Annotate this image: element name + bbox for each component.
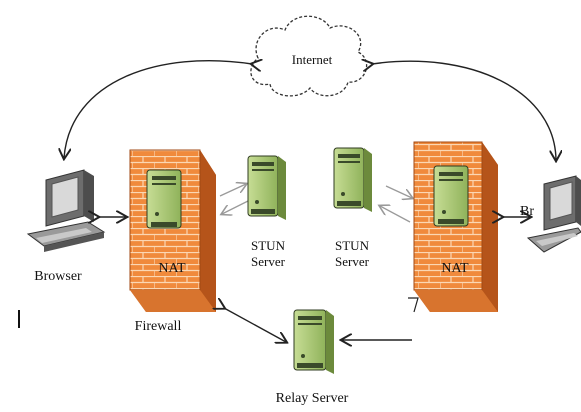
right-browser-label: Br: [520, 204, 534, 219]
right-nat-hook-mark: [408, 297, 419, 313]
left-browser-computer-icon: [26, 169, 106, 252]
left-browser-label: Browser: [34, 269, 82, 284]
relay-server-icon: [293, 309, 334, 374]
left-nat-stun-arrow-2: [222, 199, 251, 214]
right-browser-computer-icon: [526, 175, 581, 253]
internet-to-left-browser-arrow: [64, 61, 252, 158]
internet-label: Internet: [292, 52, 333, 67]
cursor-mark: [18, 310, 20, 328]
internet-to-right-browser-arrow: [372, 61, 556, 160]
left-nat-label: NAT: [158, 261, 186, 276]
left-nat-relay-arrow: [224, 308, 286, 342]
right-nat-stun-arrow-1: [385, 185, 412, 198]
stun-right-label-line2: Server: [335, 254, 370, 269]
stun-left-label-line2: Server: [251, 254, 286, 269]
stun-server-left-icon: [247, 155, 286, 220]
stun-server-right-icon: [333, 147, 372, 212]
stun-left-label-line1: STUN: [251, 238, 286, 253]
right-nat-stun-arrow-2: [380, 206, 411, 223]
left-nat-stun-arrow-1: [219, 184, 246, 197]
firewall-label: Firewall: [135, 319, 182, 334]
right-nat-server-icon: [433, 165, 469, 227]
left-nat-server-icon: [146, 169, 182, 229]
stun-right-label-line1: STUN: [335, 238, 370, 253]
relay-server-label: Relay Server: [276, 391, 349, 406]
internet-cloud: Internet: [250, 15, 368, 97]
right-nat-label: NAT: [441, 261, 469, 276]
